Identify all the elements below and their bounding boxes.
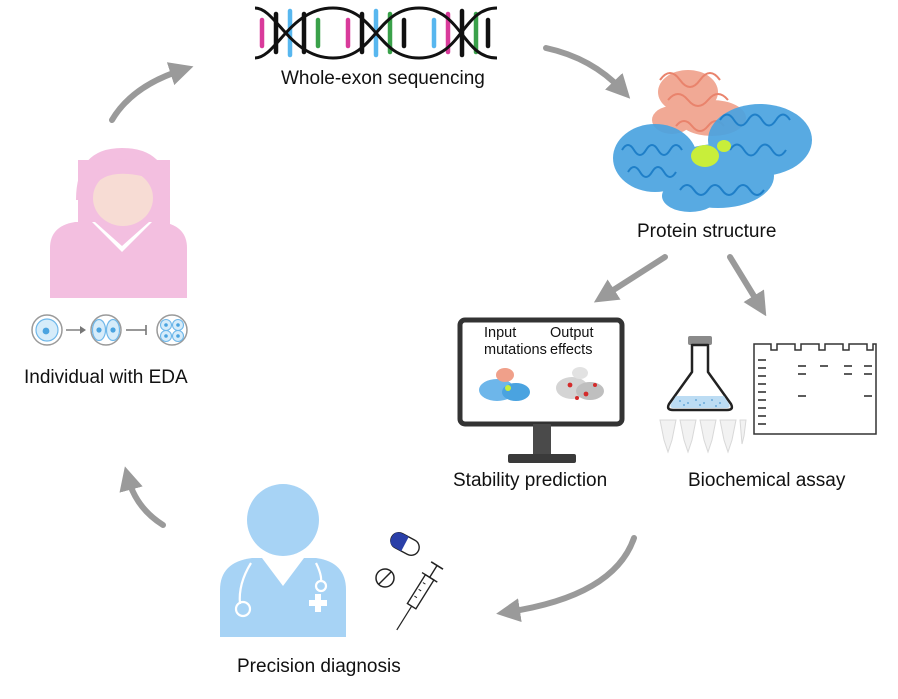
label-precision-diagnosis: Precision diagnosis	[237, 656, 401, 677]
arrow-sequencing-to-protein	[543, 45, 631, 99]
monitor-input-label: Input mutations	[484, 325, 547, 359]
arrow-diagnosis-to-individual	[119, 466, 166, 528]
label-protein-structure: Protein structure	[637, 221, 777, 242]
protein-structure-image	[613, 70, 812, 212]
embryo-4-cell-icon	[156, 314, 188, 346]
monitor-icon	[457, 317, 625, 463]
medication-icons	[375, 532, 444, 631]
gel-electrophoresis-icon	[753, 343, 877, 435]
monitor-input-line2: mutations	[484, 342, 547, 358]
label-whole-exon-sequencing: Whole-exon sequencing	[281, 68, 485, 89]
arrow-assays-to-diagnosis	[496, 535, 637, 623]
label-stability-prediction: Stability prediction	[453, 470, 608, 491]
embryo-development-icons	[31, 314, 188, 346]
capsule-icon	[390, 532, 420, 556]
doctor-figure	[220, 484, 346, 637]
monitor-output-line2: effects	[550, 342, 593, 358]
arrow-protein-to-biochem	[727, 254, 767, 317]
pcr-tubes-icon	[659, 419, 747, 454]
embryo-1-cell-icon	[31, 314, 63, 346]
label-biochemical-assay: Biochemical assay	[688, 470, 846, 491]
patient-figure	[50, 148, 187, 298]
monitor-input-line1: Input	[484, 325, 517, 341]
embryo-2-cell-icon	[90, 314, 122, 346]
arrow-protein-to-stability	[593, 254, 668, 303]
cycle-arrows	[109, 45, 767, 623]
label-individual-with-eda: Individual with EDA	[24, 367, 188, 388]
syringe-icon	[396, 561, 444, 631]
tablet-icon	[375, 568, 395, 588]
input-protein-thumbnail	[479, 368, 530, 401]
monitor-output-label: Output effects	[550, 325, 594, 359]
output-protein-thumbnail	[556, 367, 604, 400]
flask-icon	[666, 336, 734, 412]
arrow-individual-to-sequencing	[109, 62, 194, 123]
monitor-output-line1: Output	[550, 325, 594, 341]
dna-helix-icon	[254, 6, 498, 60]
